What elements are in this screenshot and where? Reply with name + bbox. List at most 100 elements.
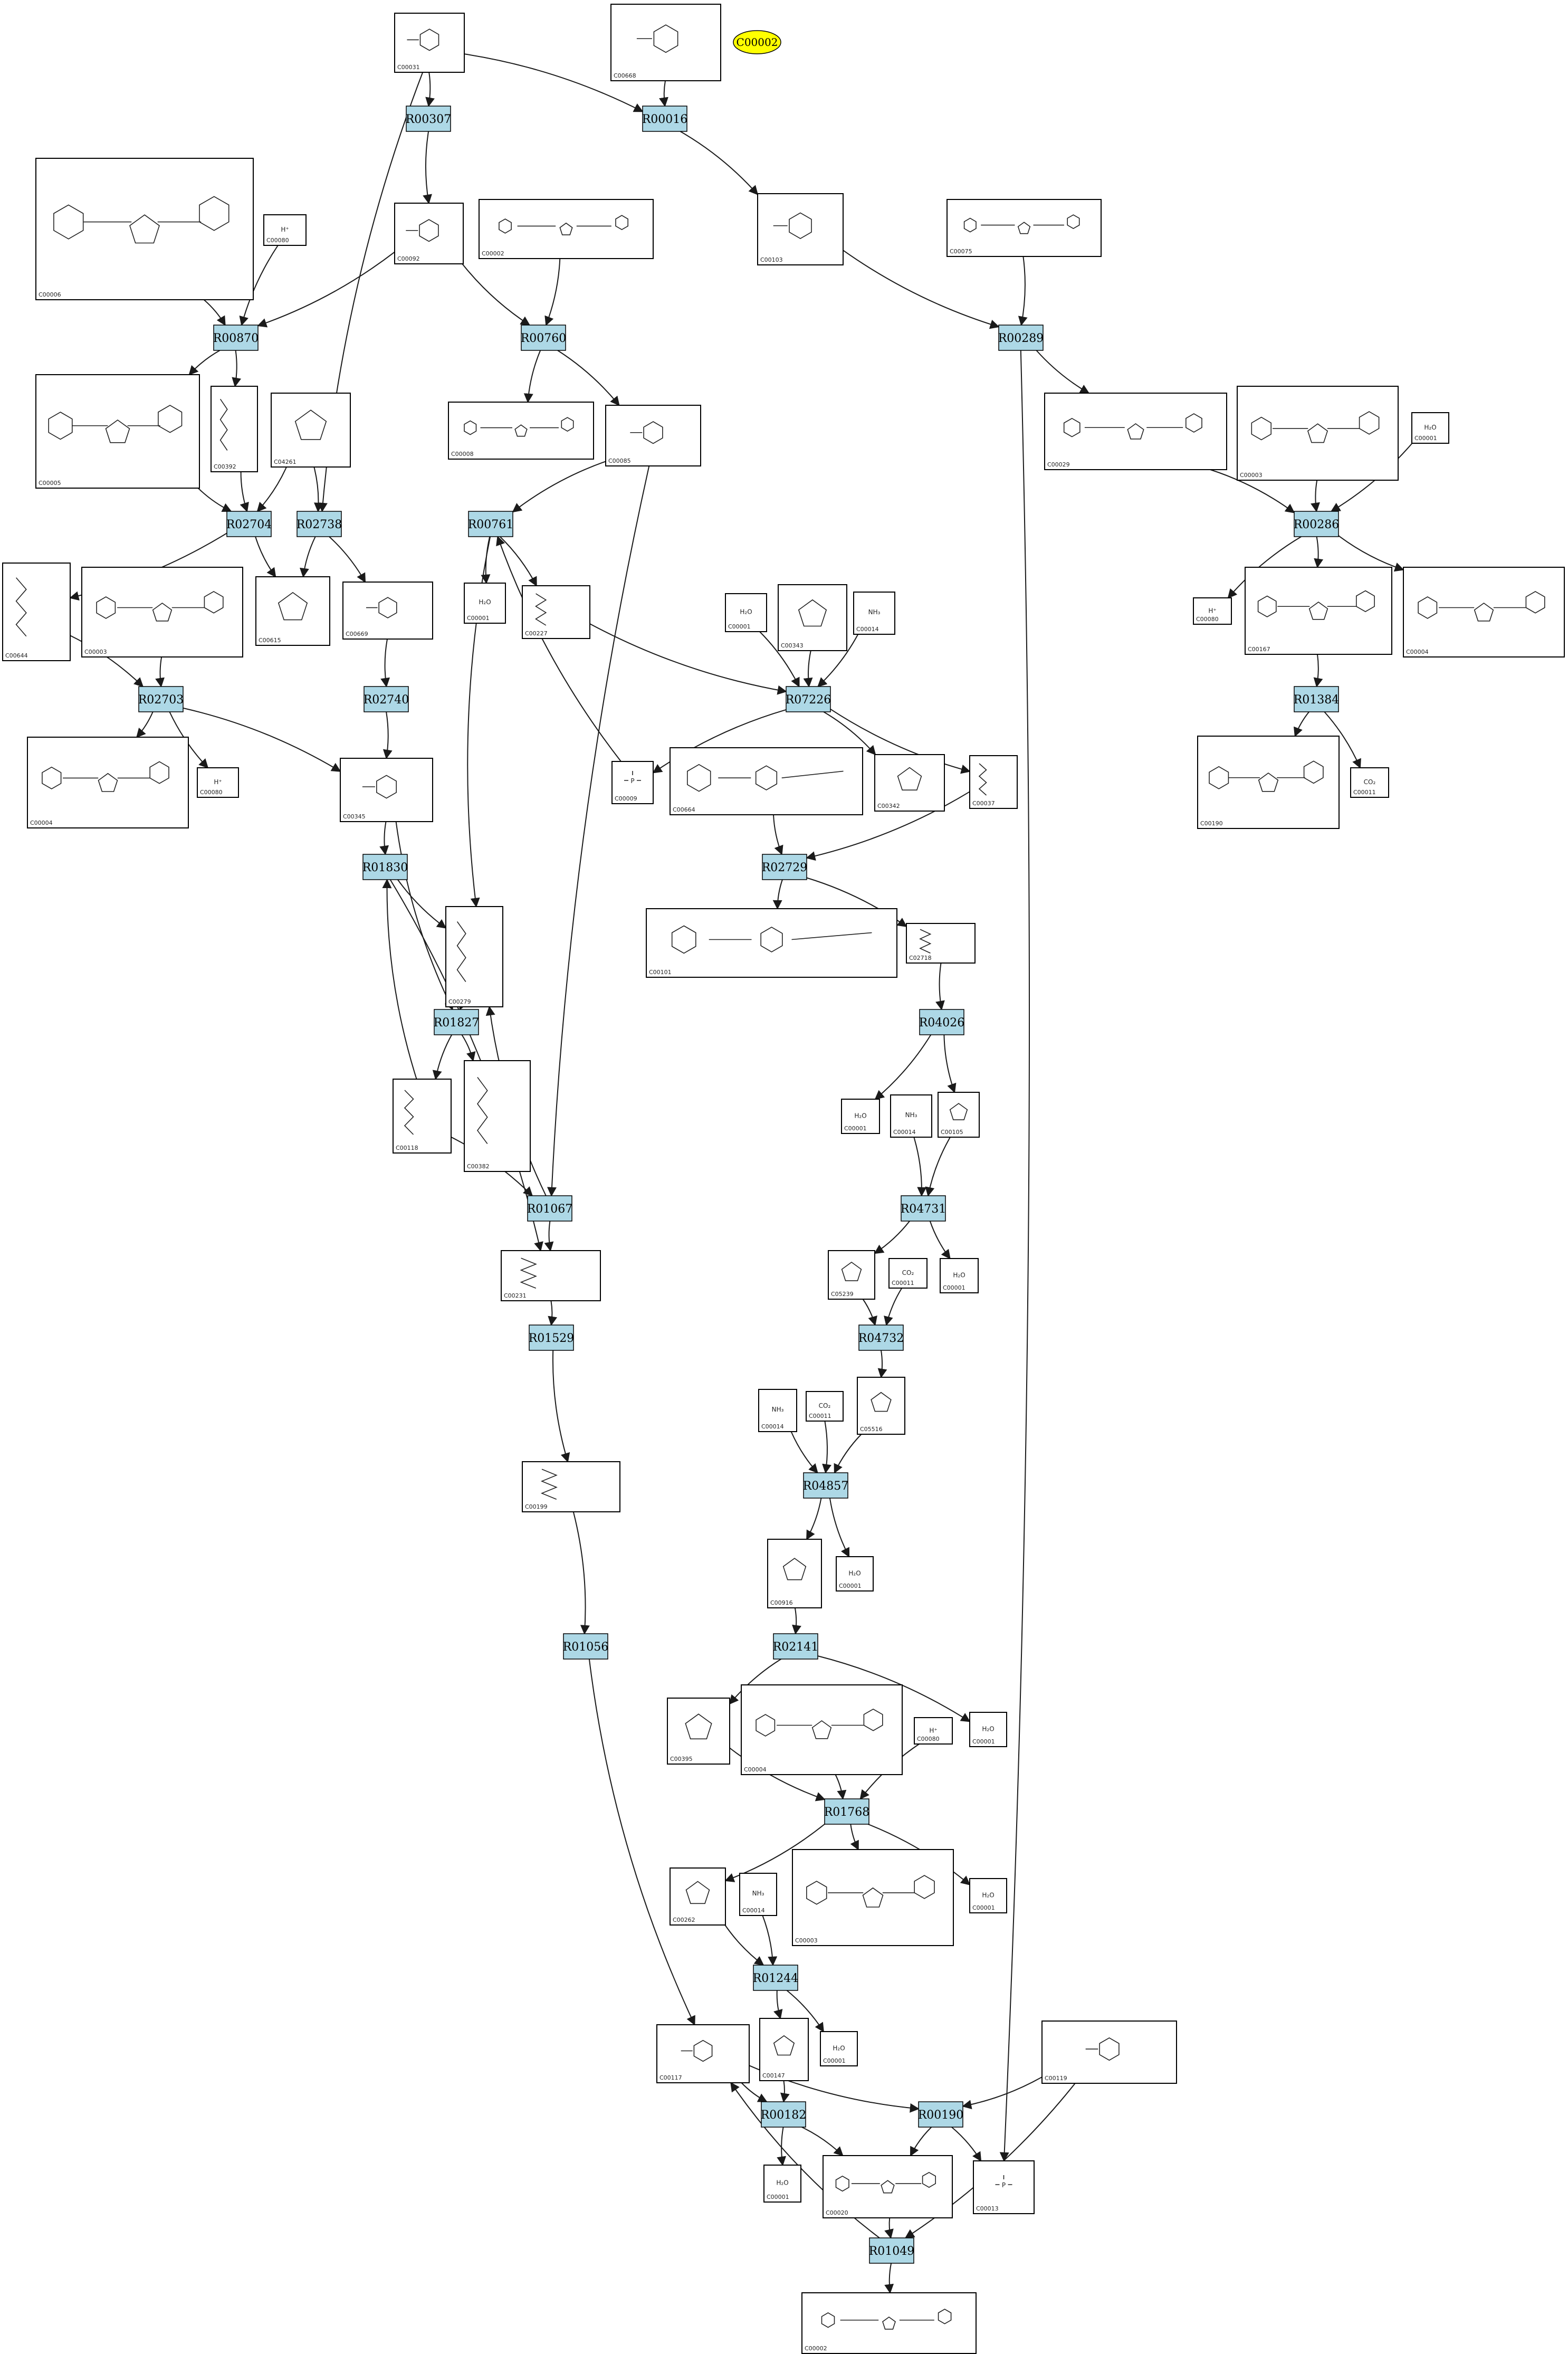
compound-C00085[interactable]: C00085	[605, 405, 701, 466]
compound-C00117[interactable]: C00117	[656, 2024, 750, 2083]
compound-C00101[interactable]: C00101	[646, 908, 897, 978]
reaction-R02729[interactable]: R02729	[762, 854, 808, 880]
compound-C00075[interactable]: C00075	[946, 199, 1102, 257]
compound-C00118[interactable]: C00118	[393, 1079, 452, 1154]
compound-C00002[interactable]: C00002	[801, 2292, 977, 2354]
reaction-R01529[interactable]: R01529	[529, 1324, 575, 1351]
compound-C00199[interactable]: C00199	[522, 1461, 620, 1512]
compound-C00227[interactable]: C00227	[522, 585, 590, 639]
compound-C04261[interactable]: C04261	[271, 393, 351, 468]
compound-C00105[interactable]: C00105	[938, 1092, 980, 1138]
reaction-R04857[interactable]: R04857	[803, 1472, 849, 1499]
reaction-R01049[interactable]: R01049	[869, 2237, 915, 2264]
compound-C00003[interactable]: C00003	[792, 1849, 954, 1946]
compound-C00004[interactable]: C00004	[1403, 567, 1565, 657]
compound-C00103[interactable]: C00103	[757, 193, 844, 265]
reaction-R01827[interactable]: R01827	[434, 1009, 480, 1035]
reaction-R04026[interactable]: R04026	[919, 1009, 965, 1035]
reaction-R01768[interactable]: R01768	[824, 1798, 870, 1825]
compound-C02718[interactable]: C02718	[906, 923, 976, 964]
compound-C00343[interactable]: C00343	[778, 584, 847, 651]
compound-C00190[interactable]: C00190	[1197, 736, 1340, 829]
reaction-R01056[interactable]: R01056	[563, 1633, 609, 1660]
reaction-R00307[interactable]: R00307	[406, 106, 452, 132]
compound-C00392[interactable]: C00392	[211, 386, 258, 472]
reaction-R02703[interactable]: R02703	[138, 686, 184, 712]
compound-C00092[interactable]: C00092	[394, 203, 464, 264]
compound-C00231[interactable]: C00231	[501, 1250, 601, 1301]
compound-C00644[interactable]: C00644	[2, 563, 71, 661]
compound-C00080[interactable]: H⁺C00080	[914, 1717, 953, 1745]
compound-C00916[interactable]: C00916	[767, 1539, 822, 1608]
reaction-R04732[interactable]: R04732	[858, 1324, 904, 1351]
reaction-R00190[interactable]: R00190	[918, 2101, 964, 2128]
compound-C00031[interactable]: C00031	[394, 13, 465, 73]
compound-C00080[interactable]: H⁺C00080	[197, 767, 239, 798]
compound-C00664[interactable]: C00664	[670, 747, 863, 815]
compound-C00004[interactable]: C00004	[27, 737, 189, 828]
reaction-R02740[interactable]: R02740	[364, 686, 409, 712]
compound-C00167[interactable]: C00167	[1245, 567, 1392, 655]
reaction-R04731[interactable]: R04731	[901, 1195, 946, 1222]
compound-C00147[interactable]: C00147	[759, 2018, 809, 2081]
reaction-R00182[interactable]: R00182	[761, 2101, 807, 2128]
reaction-R00761[interactable]: R00761	[468, 511, 514, 537]
compound-C00669[interactable]: C00669	[342, 582, 433, 640]
compound-C05516[interactable]: C05516	[857, 1377, 905, 1435]
reaction-R02141[interactable]: R02141	[773, 1633, 819, 1660]
compound-C00279[interactable]: C00279	[445, 906, 503, 1007]
compound-C00615[interactable]: C00615	[255, 576, 330, 646]
compound-C00345[interactable]: C00345	[340, 758, 433, 822]
compound-C00004[interactable]: C00004	[741, 1684, 903, 1775]
reaction-R02738[interactable]: R02738	[297, 511, 342, 537]
reaction-R00760[interactable]: R00760	[521, 325, 567, 351]
compound-C00006[interactable]: C00006	[35, 158, 254, 300]
highlight-compound[interactable]: C00002	[733, 30, 781, 54]
reaction-R01067[interactable]: R01067	[527, 1195, 573, 1222]
reaction-R01244[interactable]: R01244	[753, 1965, 799, 1991]
reaction-R02704[interactable]: R02704	[226, 511, 272, 537]
compound-C05239[interactable]: C05239	[828, 1250, 875, 1300]
reaction-R01384[interactable]: R01384	[1294, 686, 1340, 712]
compound-C00080[interactable]: H⁺C00080	[263, 214, 307, 246]
compound-C00005[interactable]: C00005	[35, 374, 200, 489]
compound-C00020[interactable]: C00020	[823, 2155, 953, 2218]
compound-C00395[interactable]: C00395	[667, 1698, 730, 1765]
compound-C00262[interactable]: C00262	[670, 1867, 726, 1926]
compound-C00002[interactable]: C00002	[479, 199, 654, 259]
compound-C00080[interactable]: H⁺C00080	[1193, 597, 1232, 625]
compound-C00003[interactable]: C00003	[81, 567, 243, 657]
compound-C00119[interactable]: C00119	[1041, 2021, 1177, 2084]
reaction-R00286[interactable]: R00286	[1294, 511, 1340, 537]
compound-C00382[interactable]: C00382	[464, 1060, 531, 1172]
compound-C00342[interactable]: C00342	[874, 754, 945, 812]
reaction-R01830[interactable]: R01830	[362, 854, 408, 880]
compound-C00008[interactable]: C00008	[448, 402, 594, 460]
reaction-R07226[interactable]: R07226	[786, 686, 831, 712]
compound-C00003[interactable]: C00003	[1237, 386, 1399, 481]
reaction-R00289[interactable]: R00289	[998, 325, 1044, 351]
compound-C00668[interactable]: C00668	[610, 4, 721, 81]
compound-C00037[interactable]: C00037	[969, 755, 1018, 809]
reaction-R00016[interactable]: R00016	[642, 106, 688, 132]
compound-C00029[interactable]: C00029	[1044, 393, 1227, 470]
